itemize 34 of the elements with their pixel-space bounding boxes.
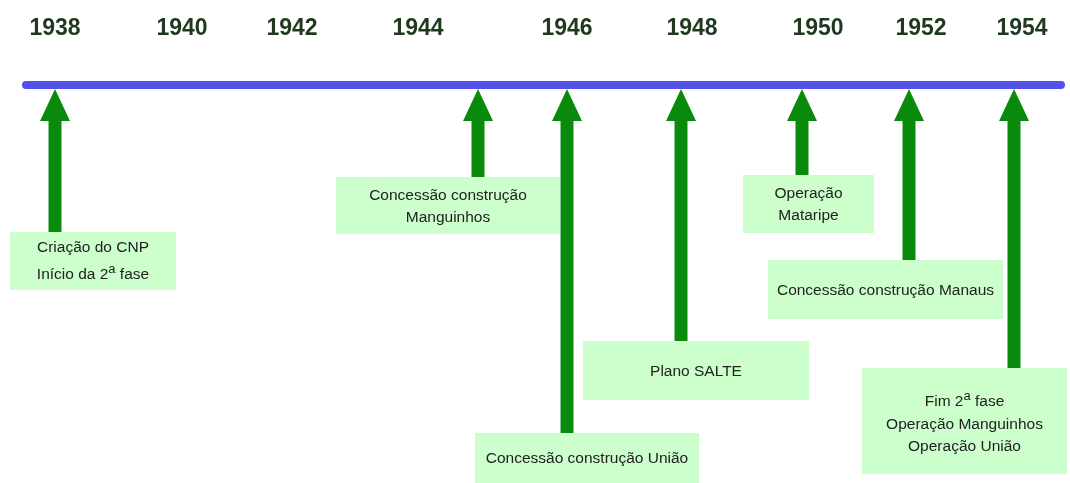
event-text: Operação Mataripe [773, 183, 844, 225]
event-text: Operação Manguinhos [886, 413, 1043, 434]
year-label: 1944 [392, 14, 444, 41]
event-box [583, 341, 809, 400]
arrow [894, 89, 924, 260]
year-label: 1942 [266, 14, 318, 41]
arrow [999, 89, 1029, 368]
year-label: 1952 [895, 14, 947, 41]
event-text: Concessão construção União [485, 448, 689, 468]
arrow [463, 89, 493, 177]
year-label: 1950 [792, 14, 844, 41]
event-text: Criação do CNP [37, 237, 149, 258]
year-label: 1946 [541, 14, 593, 41]
event-box [743, 175, 874, 233]
event-text: Concessão construção Manaus [776, 279, 995, 300]
year-label: 1948 [666, 14, 718, 41]
year-label: 1954 [996, 14, 1048, 41]
year-label: 1940 [156, 14, 208, 41]
event-box [336, 177, 560, 234]
event-text: Fim 2$^{a}$ fase [924, 387, 1005, 412]
event-box [768, 260, 1003, 319]
arrow [666, 89, 696, 341]
year-label: 1938 [29, 14, 81, 41]
event-box [862, 368, 1067, 474]
event-text: Operação União [908, 435, 1021, 456]
event-box [10, 232, 176, 290]
arrow [552, 89, 582, 433]
timeline-bar [22, 81, 1065, 89]
event-text: Plano SALTE [650, 360, 742, 381]
arrow [40, 89, 70, 232]
event-box [475, 433, 699, 483]
event-text: Início da 2$^{a}$ fase [36, 260, 150, 285]
event-text: Concessão construção Manguinhos [368, 184, 528, 227]
arrow [787, 89, 817, 175]
